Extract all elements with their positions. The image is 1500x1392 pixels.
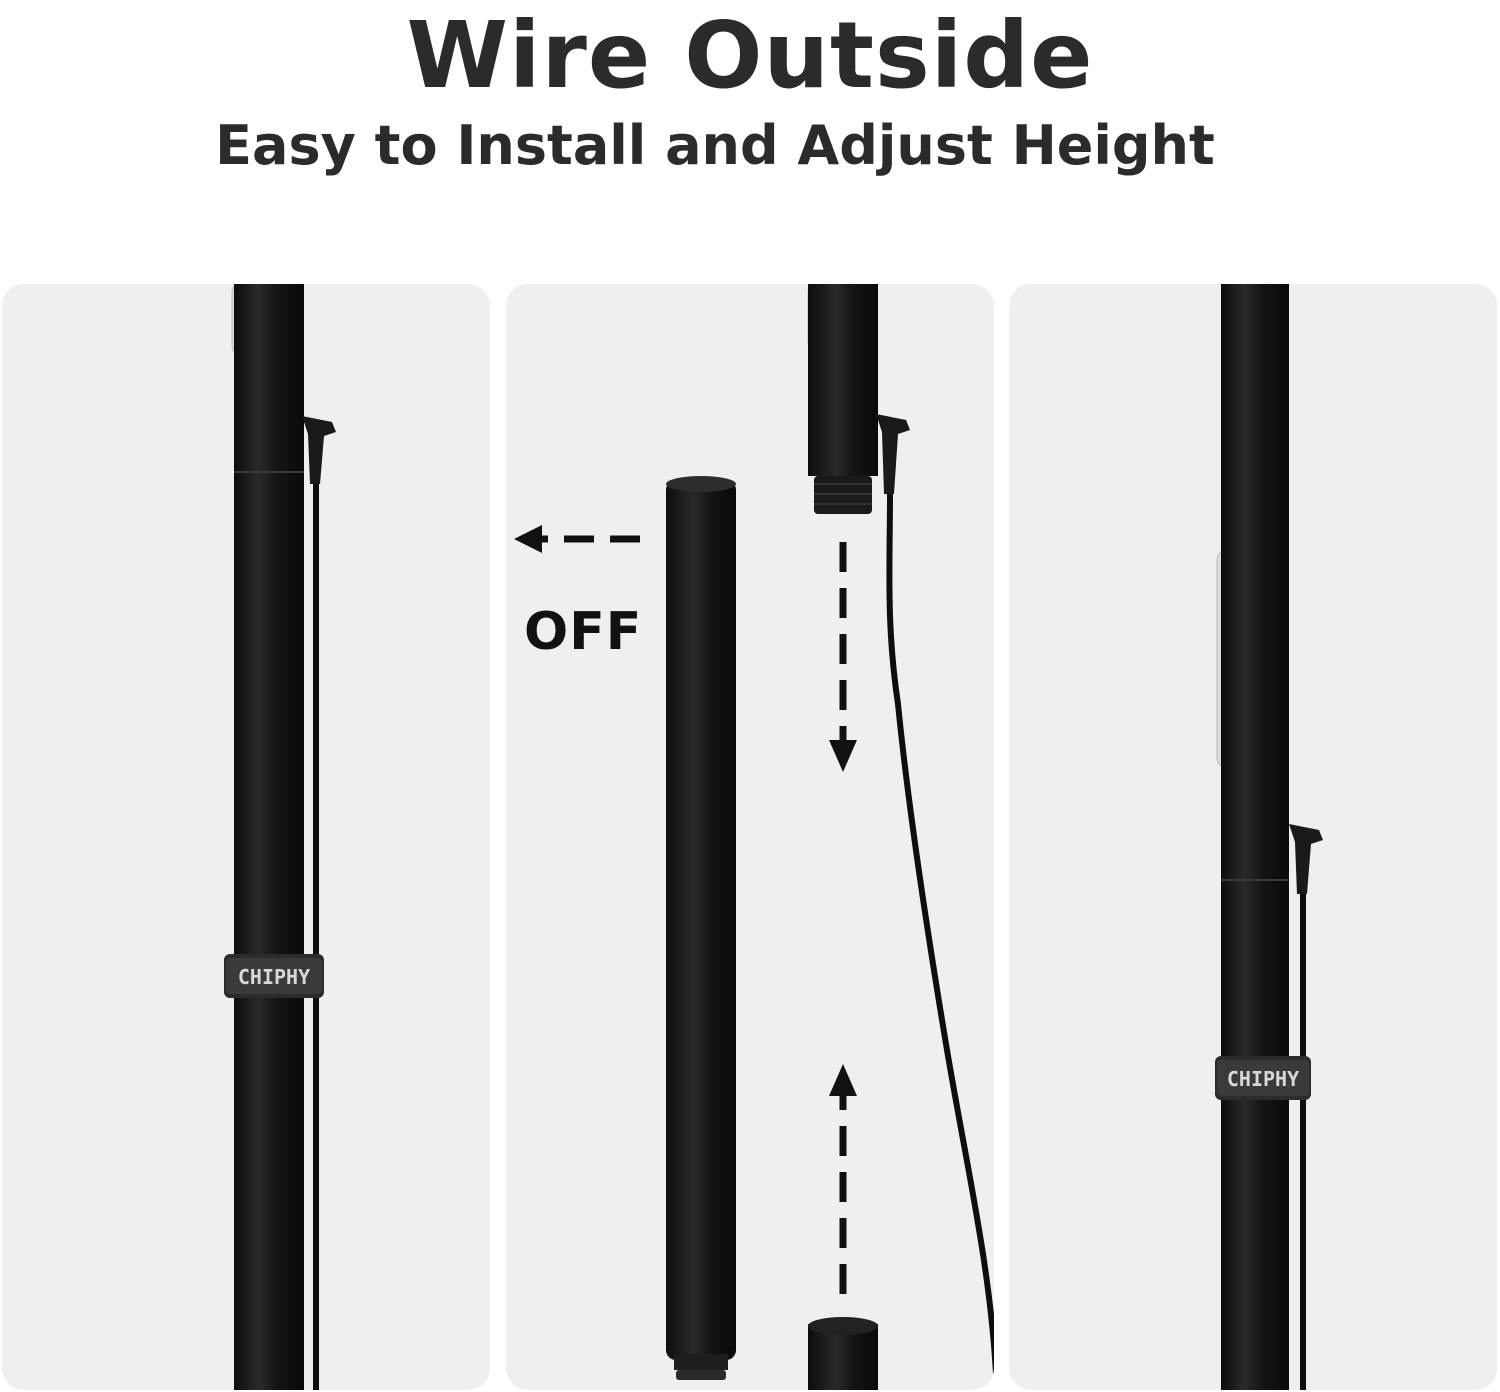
cable-strap: CHIPHY bbox=[224, 954, 324, 998]
pole-illustration-left: CHIPHY bbox=[224, 284, 336, 1390]
pole-illustration-right: CHIPHY bbox=[1215, 284, 1323, 1390]
panel-assembled-right: CHIPHY bbox=[1009, 284, 1497, 1390]
panel-disassembly: OFF bbox=[506, 284, 994, 1390]
off-label: OFF bbox=[524, 602, 643, 662]
page-title: Wire Outside bbox=[406, 2, 1094, 109]
pole bbox=[1221, 284, 1289, 1390]
dc-connector bbox=[1289, 824, 1323, 894]
page-subtitle: Easy to Install and Adjust Height bbox=[215, 114, 1215, 177]
wire bbox=[886, 493, 994, 1375]
thread-bottom bbox=[674, 1354, 728, 1380]
pole-illustration-middle bbox=[514, 284, 994, 1390]
panel-assembled-left: CHIPHY bbox=[2, 284, 490, 1390]
arrow-up-icon bbox=[829, 1064, 857, 1294]
strap-label: CHIPHY bbox=[1227, 1067, 1299, 1091]
pole-top bbox=[808, 284, 878, 476]
dc-connector bbox=[302, 416, 336, 484]
pole-segment-detached bbox=[666, 480, 736, 1360]
arrow-left-icon bbox=[514, 525, 640, 553]
arrow-down-icon bbox=[829, 542, 857, 772]
dc-connector bbox=[876, 414, 910, 494]
pole bbox=[234, 284, 304, 1390]
cable-strap: CHIPHY bbox=[1215, 1056, 1311, 1100]
strap-label: CHIPHY bbox=[238, 965, 310, 989]
